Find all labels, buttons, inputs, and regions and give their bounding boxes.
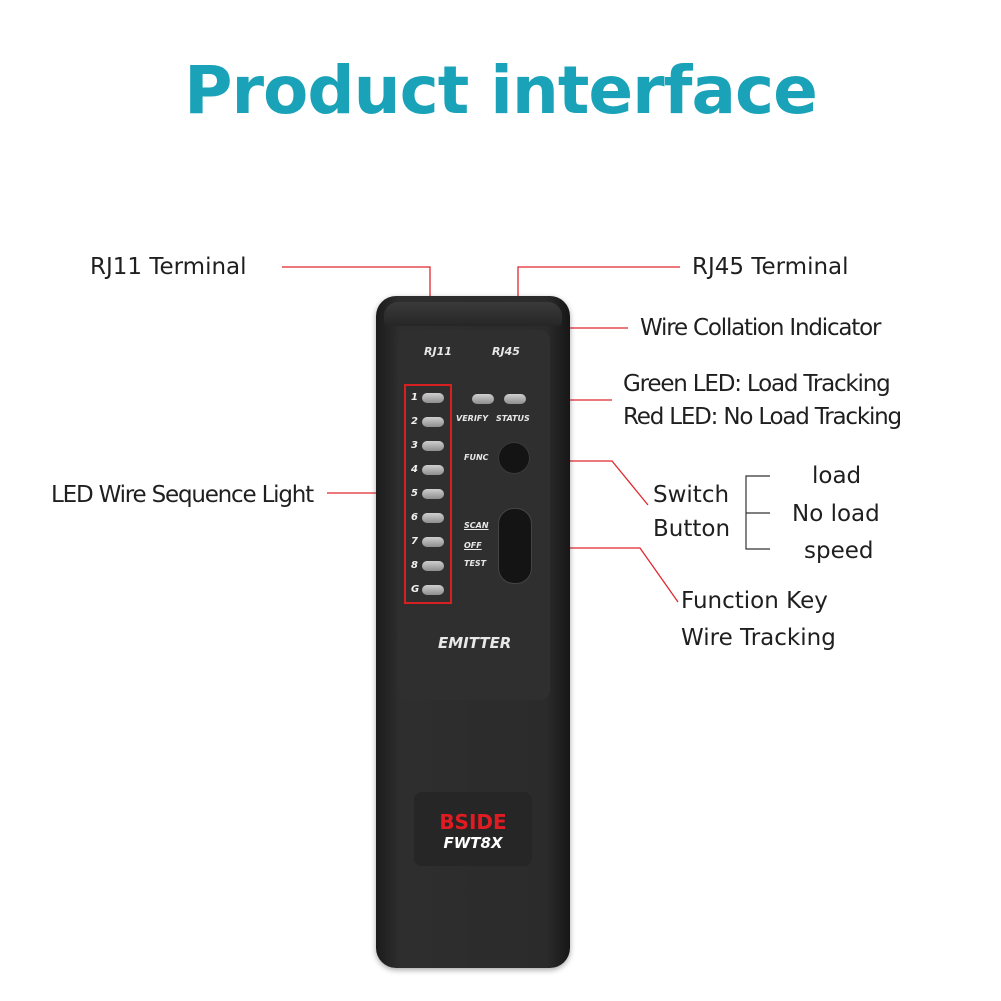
verify-led: [472, 394, 494, 404]
led-wire-sequence-label: LED Wire Sequence Light: [51, 482, 314, 508]
button-label: Button: [653, 516, 731, 542]
off-label: OFF: [464, 541, 482, 550]
function-key-label: Function Key: [681, 588, 828, 614]
rj11-port-label: RJ11: [424, 345, 452, 358]
emitter-label: EMITTER: [438, 634, 512, 652]
switch-label: Switch: [653, 482, 730, 508]
rj11-leader: [282, 266, 431, 296]
wire-led: [422, 513, 444, 523]
led-number: 7: [411, 536, 418, 547]
wire-collation-indicator-label: Wire Collation Indicator: [640, 315, 881, 341]
led-number: G: [411, 584, 420, 595]
wire-led: [422, 489, 444, 499]
wire-tracker-emitter-device: RJ11 RJ45 VERIFY STATUS FUNC SCAN OFF TE…: [376, 296, 570, 968]
model-name: FWT8X: [443, 834, 503, 852]
led-number: 1: [411, 392, 418, 403]
wire-led: [422, 585, 444, 595]
brand-logo: BSIDE: [439, 810, 507, 834]
status-led: [504, 394, 526, 404]
func-switch-button[interactable]: [498, 442, 530, 474]
led-row-6: 6: [406, 508, 450, 528]
wire-led: [422, 441, 444, 451]
status-label: STATUS: [496, 414, 530, 423]
led-row-8: 8: [406, 556, 450, 576]
function-key-slider[interactable]: [498, 508, 532, 584]
rj45-terminal-label: RJ45 Terminal: [692, 254, 849, 280]
led-row-5: 5: [406, 484, 450, 504]
switch-option-no-load: No load: [792, 501, 880, 527]
led-row-ground: G: [406, 580, 450, 600]
rj45-leader: [517, 266, 680, 296]
func-label: FUNC: [464, 453, 489, 462]
led-number: 2: [411, 416, 418, 427]
rj11-terminal-label: RJ11 Terminal: [90, 254, 247, 280]
led-number: 6: [411, 512, 418, 523]
led-row-4: 4: [406, 460, 450, 480]
led-row-1: 1: [406, 388, 450, 408]
brand-badge: BSIDE FWT8X: [414, 792, 532, 866]
green-led-label: Green LED: Load Tracking: [623, 371, 891, 397]
wire-led: [422, 417, 444, 427]
led-row-2: 2: [406, 412, 450, 432]
verify-label: VERIFY: [456, 414, 489, 423]
switch-options-bracket: [745, 475, 770, 550]
switch-option-load: load: [812, 463, 862, 489]
led-number: 8: [411, 560, 418, 571]
led-row-3: 3: [406, 436, 450, 456]
test-label: TEST: [464, 559, 487, 568]
led-number: 5: [411, 488, 418, 499]
wire-led: [422, 537, 444, 547]
wire-led: [422, 393, 444, 403]
wire-tracking-label: Wire Tracking: [681, 625, 836, 651]
scan-label: SCAN: [464, 521, 489, 530]
device-control-panel: RJ11 RJ45 VERIFY STATUS FUNC SCAN OFF TE…: [398, 330, 550, 700]
led-row-7: 7: [406, 532, 450, 552]
device-top-cap: [384, 302, 562, 326]
switch-option-speed: speed: [804, 538, 874, 564]
rj45-port-label: RJ45: [492, 345, 520, 358]
led-number: 3: [411, 440, 418, 451]
wire-led: [422, 465, 444, 475]
led-number: 4: [411, 464, 418, 475]
led-wire-sequence-group: 1 2 3 4 5 6 7 8 G: [404, 384, 452, 604]
red-led-label: Red LED: No Load Tracking: [623, 404, 902, 430]
page-title: Product interface: [184, 52, 818, 129]
wire-led: [422, 561, 444, 571]
